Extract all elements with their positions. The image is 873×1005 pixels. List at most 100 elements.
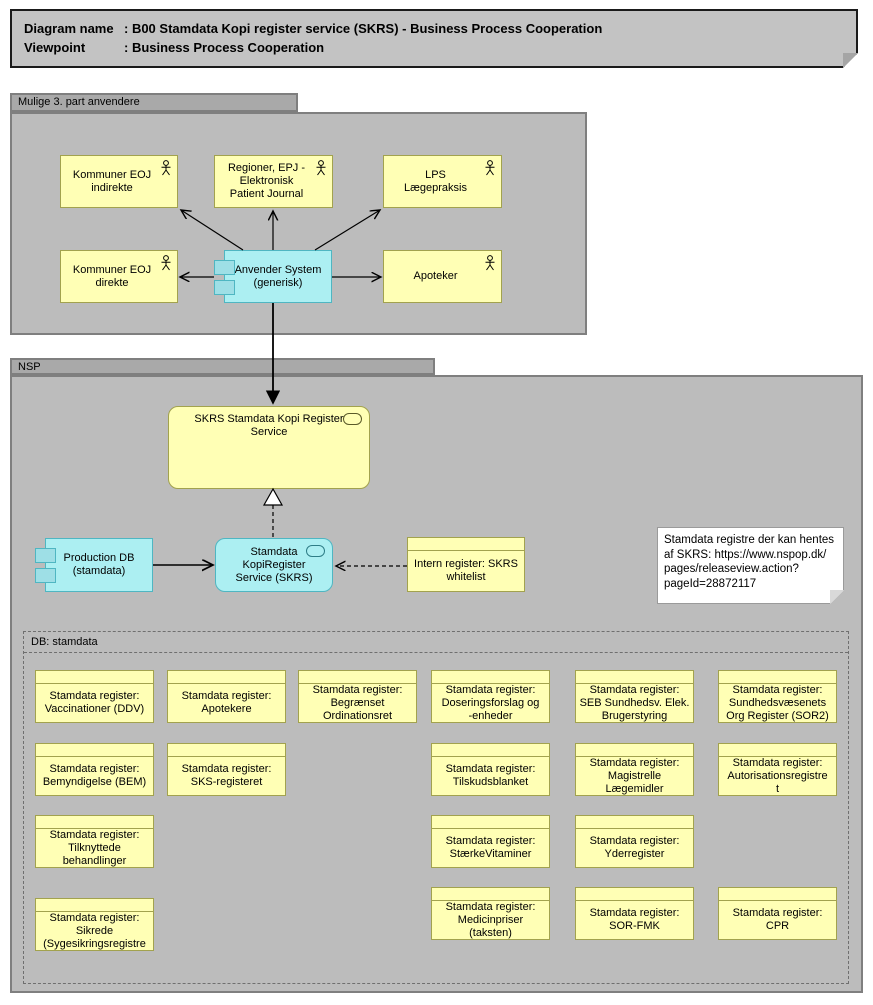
viewpoint-value: : Business Process Cooperation: [124, 40, 325, 55]
service-skrs-stamdata-kopi-register[interactable]: SKRS Stamdata Kopi Register Service: [168, 406, 370, 489]
component-port-icon: [214, 260, 235, 275]
group-third-party-label: Mulige 3. part anvendere: [18, 96, 140, 108]
note-stamdata-registre: Stamdata registre der kan hentes af SKRS…: [657, 527, 844, 604]
object-label: Stamdata register: Autorisationsregistre…: [727, 757, 828, 795]
object-top-bar: [432, 671, 549, 684]
object-top-bar: [576, 671, 693, 684]
actor-kommuner-eoj-indirekte[interactable]: Kommuner EOJ indirekte: [60, 155, 178, 208]
object-label: Stamdata register: SEB Sundhedsv. Elek. …: [579, 684, 690, 722]
diagram-name-line: Diagram name : B00 Stamdata Kopi registe…: [24, 19, 856, 38]
object-label: Stamdata register: SKS-registeret: [181, 763, 272, 788]
actor-regioner-epj[interactable]: Regioner, EPJ - Elektronisk Patient Jour…: [214, 155, 333, 208]
object-label: Stamdata register: Bemyndigelse (BEM): [42, 763, 147, 788]
register-box-bemyndigelse[interactable]: Stamdata register: Bemyndigelse (BEM): [35, 743, 154, 796]
register-box-medicinpriser[interactable]: Stamdata register: Medicinpriser (takste…: [431, 887, 550, 940]
register-box-sks-registeret[interactable]: Stamdata register: SKS-registeret: [167, 743, 286, 796]
object-top-bar: [576, 888, 693, 901]
register-box-begraenset-ordinationsret[interactable]: Stamdata register: Begrænset Ordinations…: [298, 670, 417, 723]
service-interface-icon: [343, 413, 362, 425]
register-box-apotekere[interactable]: Stamdata register: Apotekere: [167, 670, 286, 723]
object-label: Stamdata register: Yderregister: [589, 835, 680, 860]
group-nsp-label: NSP: [18, 361, 41, 373]
actor-label: Kommuner EOJ indirekte: [72, 168, 152, 194]
object-top-bar: [408, 538, 524, 551]
business-actor-icon: [485, 160, 495, 176]
viewpoint-line: Viewpoint : Business Process Cooperation: [24, 38, 856, 57]
register-box-magistrelle-laegemidler[interactable]: Stamdata register: Magistrelle Lægemidle…: [575, 743, 694, 796]
actor-lps-laegepraksis[interactable]: LPS Lægepraksis: [383, 155, 502, 208]
register-box-seb-brugerstyring[interactable]: Stamdata register: SEB Sundhedsv. Elek. …: [575, 670, 694, 723]
object-label: Stamdata register: Apotekere: [181, 690, 272, 715]
object-top-bar: [432, 744, 549, 757]
diagram-title-note: Diagram name : B00 Stamdata Kopi registe…: [10, 9, 858, 68]
object-top-bar: [36, 899, 153, 912]
object-top-bar: [36, 816, 153, 829]
object-top-bar: [432, 888, 549, 901]
object-label: Stamdata register: SOR-FMK: [589, 907, 680, 932]
register-box-vaccinationer[interactable]: Stamdata register: Vaccinationer (DDV): [35, 670, 154, 723]
register-box-cpr[interactable]: Stamdata register: CPR: [718, 887, 837, 940]
object-label: Intern register: SKRS whitelist: [414, 558, 518, 583]
object-label: Stamdata register: Magistrelle Lægemidle…: [589, 757, 680, 795]
object-top-bar: [719, 888, 836, 901]
actor-kommuner-eoj-direkte[interactable]: Kommuner EOJ direkte: [60, 250, 178, 303]
actor-apoteker[interactable]: Apoteker: [383, 250, 502, 303]
object-label: Stamdata register: Tilknyttede behandlin…: [49, 829, 140, 867]
object-label: Stamdata register: Tilskudsblanket: [445, 763, 536, 788]
register-box-autorisationsregistret[interactable]: Stamdata register: Autorisationsregistre…: [718, 743, 837, 796]
object-top-bar: [36, 744, 153, 757]
business-actor-icon: [161, 255, 171, 271]
object-label: Stamdata register: Doseringsforslag og -…: [441, 684, 540, 722]
business-actor-icon: [161, 160, 171, 176]
register-box-staerkevitaminer[interactable]: Stamdata register: StærkeVitaminer: [431, 815, 550, 868]
component-label: Production DB (stamdata): [63, 552, 135, 577]
object-label: Stamdata register: Sundhedsvæsenets Org …: [726, 684, 829, 722]
register-box-tilknyttede-behandlinger[interactable]: Stamdata register: Tilknyttede behandlin…: [35, 815, 154, 868]
component-production-db[interactable]: Production DB (stamdata): [45, 538, 153, 592]
component-port-icon: [35, 568, 56, 583]
group-tab-nsp: NSP: [10, 358, 435, 375]
register-box-tilskudsblanket[interactable]: Stamdata register: Tilskudsblanket: [431, 743, 550, 796]
object-intern-register-whitelist[interactable]: Intern register: SKRS whitelist: [407, 537, 525, 592]
diagram-name-label: Diagram name: [24, 21, 114, 36]
viewpoint-label: Viewpoint: [24, 40, 86, 55]
service-label: SKRS Stamdata Kopi Register Service: [194, 413, 344, 438]
object-top-bar: [299, 671, 416, 684]
object-label: Stamdata register: Sikrede (Sygesikrings…: [43, 912, 146, 950]
actor-label: LPS Lægepraksis: [404, 168, 467, 194]
application-label: Stamdata KopiRegister Service (SKRS): [235, 545, 313, 584]
object-top-bar: [576, 744, 693, 757]
group-tab-third-party: Mulige 3. part anvendere: [10, 93, 298, 112]
object-top-bar: [36, 671, 153, 684]
object-top-bar: [432, 816, 549, 829]
title-note-fold-corner-icon: [843, 53, 858, 68]
component-port-icon: [35, 548, 56, 563]
group-db-stamdata-label: DB: stamdata: [24, 632, 848, 653]
application-anvender-system[interactable]: Anvender System (generisk): [224, 250, 332, 303]
object-top-bar: [719, 671, 836, 684]
actor-label: Kommuner EOJ direkte: [72, 263, 152, 289]
service-interface-icon: [306, 545, 325, 557]
object-top-bar: [576, 816, 693, 829]
register-box-sikrede[interactable]: Stamdata register: Sikrede (Sygesikrings…: [35, 898, 154, 951]
application-label: Anvender System (generisk): [234, 263, 322, 289]
register-box-yderregister[interactable]: Stamdata register: Yderregister: [575, 815, 694, 868]
register-box-sor-fmk[interactable]: Stamdata register: SOR-FMK: [575, 887, 694, 940]
object-label: Stamdata register: Vaccinationer (DDV): [44, 690, 145, 715]
actor-label: Regioner, EPJ - Elektronisk Patient Jour…: [227, 162, 306, 200]
business-actor-icon: [485, 255, 495, 271]
business-actor-icon: [316, 160, 326, 176]
component-port-icon: [214, 280, 235, 295]
diagram-name-value: : B00 Stamdata Kopi register service (SK…: [124, 21, 603, 36]
register-box-sor2[interactable]: Stamdata register: Sundhedsvæsenets Org …: [718, 670, 837, 723]
object-label: Stamdata register: CPR: [732, 907, 823, 932]
actor-label: Apoteker: [413, 270, 458, 282]
register-box-doseringsforslag[interactable]: Stamdata register: Doseringsforslag og -…: [431, 670, 550, 723]
group-db-stamdata: DB: stamdata: [23, 631, 849, 984]
object-top-bar: [719, 744, 836, 757]
note-fold-corner-icon: [830, 590, 844, 604]
object-label: Stamdata register: Begrænset Ordinations…: [312, 684, 403, 722]
object-top-bar: [168, 671, 285, 684]
application-stamdata-kopiregister-service[interactable]: Stamdata KopiRegister Service (SKRS): [215, 538, 333, 592]
